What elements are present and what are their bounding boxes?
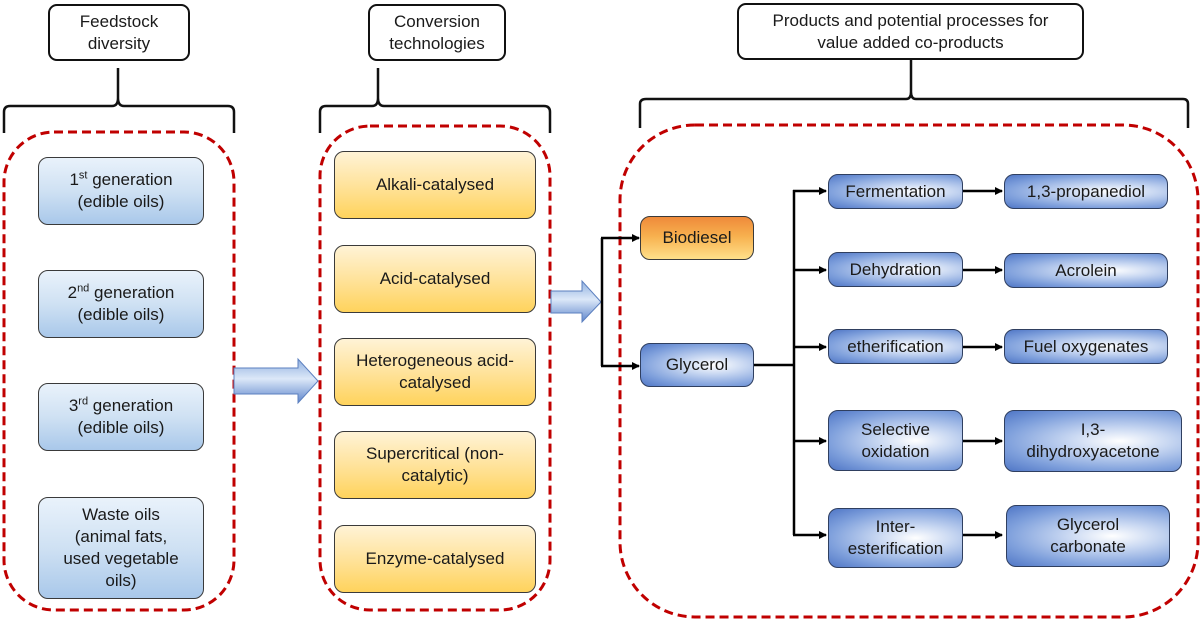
feedstock-to-conversion-arrow — [233, 357, 319, 405]
conversion-header-line1: Conversion — [394, 11, 480, 31]
conversion-container — [318, 124, 552, 612]
process-fermentation[interactable]: Fermentation — [828, 174, 963, 209]
product-glycerol[interactable]: Glycerol — [640, 343, 754, 387]
conversion-acid-catalysed[interactable]: Acid-catalysed — [334, 245, 536, 313]
process-etherification[interactable]: etherification — [828, 329, 963, 364]
feedstock-header-line1: Feedstock — [79, 11, 159, 31]
feedstock-brace — [2, 68, 236, 133]
coproduct-propanediol[interactable]: 1,3-propanediol — [1004, 174, 1168, 209]
conversion-to-products-arrow — [550, 279, 602, 324]
conversion-brace — [318, 68, 552, 133]
product-biodiesel[interactable]: Biodiesel — [640, 216, 754, 260]
conversion-supercritical[interactable]: Supercritical (non-catalytic) — [334, 431, 536, 499]
coproduct-dihydroxyacetone[interactable]: I,3-dihydroxyacetone — [1004, 410, 1182, 472]
feedstock-2nd-generation[interactable]: 2nd generation(edible oils) — [38, 270, 204, 338]
coproduct-acrolein[interactable]: Acrolein — [1004, 253, 1168, 288]
products-brace — [638, 58, 1190, 128]
feedstock-header-line2: diversity — [87, 33, 151, 53]
process-interesterification[interactable]: Inter-esterification — [828, 508, 963, 568]
process-dehydration[interactable]: Dehydration — [828, 252, 963, 287]
coproduct-fuel-oxygenates[interactable]: Fuel oxygenates — [1004, 329, 1168, 364]
products-header-line1: Products and potential processes for — [772, 10, 1049, 30]
conversion-enzyme-catalysed[interactable]: Enzyme-catalysed — [334, 525, 536, 593]
conversion-header-line2: technologies — [389, 33, 485, 53]
products-header-line2: value added co-products — [817, 32, 1004, 52]
feedstock-1st-generation[interactable]: 1st generation(edible oils) — [38, 157, 204, 225]
conversion-alkali-catalysed[interactable]: Alkali-catalysed — [334, 151, 536, 219]
products-container — [618, 123, 1200, 619]
feedstock-3rd-generation[interactable]: 3rd generation(edible oils) — [38, 383, 204, 451]
conversion-heterogeneous-acid-catalysed[interactable]: Heterogeneous acid-catalysed — [334, 338, 536, 406]
